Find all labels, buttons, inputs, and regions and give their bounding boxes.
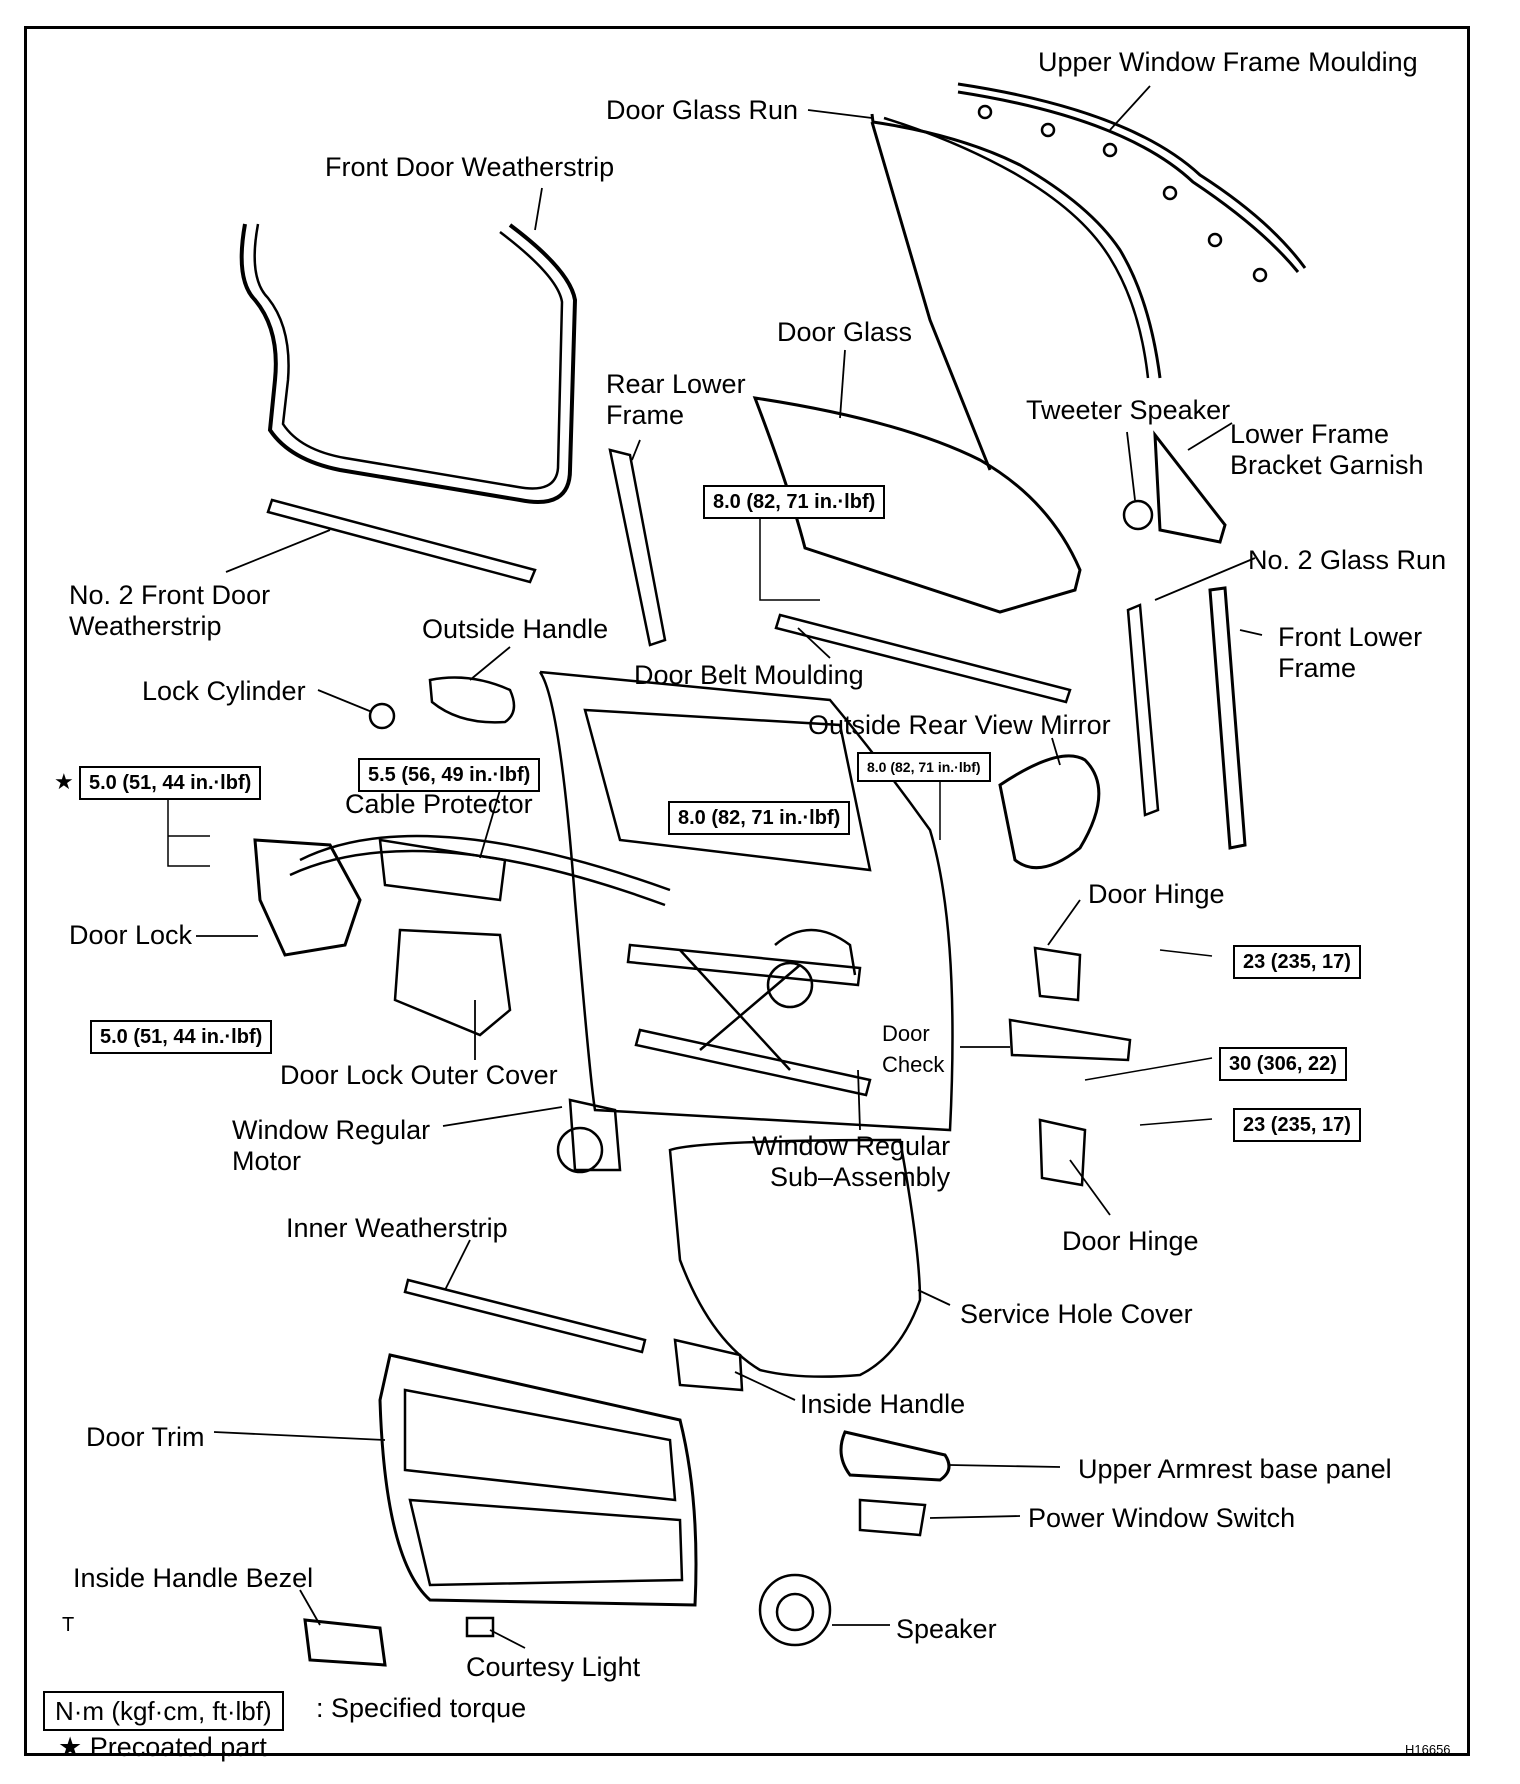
- figure-id: H16656: [1405, 1742, 1451, 1757]
- door-panel-outline: [538, 670, 954, 1132]
- corner-mark: T: [62, 1614, 75, 1636]
- cable-protector-shape: [378, 838, 507, 902]
- label-front-lower-frame: Front Lower Frame: [1278, 622, 1423, 683]
- label-power-window-switch: Power Window Switch: [1028, 1503, 1296, 1533]
- label-door-trim: Door Trim: [86, 1422, 205, 1452]
- label-speaker: Speaker: [896, 1614, 997, 1644]
- service-hole-cover-shape: [668, 1138, 922, 1378]
- front-door-weatherstrip-shape: [239, 223, 578, 504]
- inner-weatherstrip-shape: [403, 1278, 647, 1354]
- torque-hinge-upper: 23 (235, 17): [1233, 945, 1361, 979]
- precoated-star-icon: ★: [54, 769, 74, 794]
- label-window-regular-motor: Window Regular Motor: [232, 1115, 431, 1176]
- legend-torque-desc: : Specified torque: [316, 1693, 527, 1723]
- no2-glass-run-shape: [1126, 603, 1160, 817]
- inside-handle-shape: [673, 1338, 744, 1392]
- window-regulator-motor-shape: [556, 1098, 622, 1174]
- inside-handle-bezel-shape: [303, 1618, 387, 1667]
- label-window-regular-sub-assembly: Window Regular Sub–Assembly: [752, 1131, 951, 1192]
- lower-frame-bracket-garnish-shape: [1153, 430, 1227, 544]
- window-regulator-shape: [626, 928, 872, 1097]
- label-upper-armrest-base-panel: Upper Armrest base panel: [1078, 1454, 1392, 1484]
- torque-regulator: 8.0 (82, 71 in.·lbf): [668, 801, 851, 835]
- label-door-belt-moulding: Door Belt Moulding: [634, 660, 864, 690]
- upper-door-hinge-shape: [1033, 946, 1082, 1002]
- upper-window-frame-moulding-shape: [957, 82, 1307, 283]
- label-service-hole-cover: Service Hole Cover: [960, 1299, 1193, 1329]
- torque-door-lock-upper: 5.0 (51, 44 in.·lbf): [79, 766, 262, 800]
- label-outside-rear-view-mirror: Outside Rear View Mirror: [808, 710, 1111, 740]
- door-glass-run-shape: [870, 113, 1162, 471]
- label-door-glass: Door Glass: [777, 317, 913, 347]
- door-belt-moulding-shape: [774, 613, 1072, 704]
- label-lock-cylinder: Lock Cylinder: [142, 676, 306, 706]
- no2-front-door-weatherstrip-shape: [266, 498, 537, 584]
- outside-handle-shape: [428, 676, 516, 724]
- lock-cables: [289, 834, 671, 907]
- diagram-frame: [24, 26, 1470, 1756]
- tweeter-speaker-shape: [1122, 499, 1154, 531]
- door-trim-shape: [378, 1353, 698, 1607]
- label-courtesy-light: Courtesy Light: [466, 1652, 641, 1682]
- speaker-shape: [758, 1573, 832, 1647]
- rear-lower-frame-shape: [608, 448, 667, 647]
- label-rear-lower-frame: Rear Lower Frame: [606, 369, 746, 430]
- outside-rear-view-mirror-shape: [998, 754, 1101, 870]
- label-door-hinge-upper: Door Hinge: [1088, 879, 1225, 909]
- torque-hinge-lower: 23 (235, 17): [1233, 1108, 1361, 1142]
- torque-outside-handle: 5.5 (56, 49 in.·lbf): [358, 758, 541, 792]
- label-door-hinge-lower: Door Hinge: [1062, 1226, 1199, 1256]
- lower-door-hinge-shape: [1038, 1118, 1087, 1187]
- label-door-glass-run: Door Glass Run: [606, 95, 799, 125]
- leader-lines: [196, 85, 1263, 1649]
- label-upper-window-frame-moulding: Upper Window Frame Moulding: [1038, 47, 1418, 77]
- legend-precoated: ★ Precoated part: [58, 1732, 267, 1762]
- front-lower-frame-shape: [1208, 586, 1247, 850]
- lock-cylinder-shape: [368, 702, 396, 730]
- power-window-switch-shape: [858, 1498, 927, 1537]
- door-lock-shape: [253, 838, 362, 957]
- torque-mirror: 8.0 (82, 71 in.·lbf): [857, 752, 991, 782]
- label-inside-handle: Inside Handle: [800, 1389, 966, 1419]
- door-check-shape: [1008, 1018, 1132, 1062]
- label-cable-protector: Cable Protector: [345, 789, 533, 819]
- door-window-opening: [583, 708, 872, 872]
- label-inside-handle-bezel: Inside Handle Bezel: [73, 1563, 314, 1593]
- label-door-lock-outer-cover: Door Lock Outer Cover: [280, 1060, 558, 1090]
- label-no2-glass-run: No. 2 Glass Run: [1248, 545, 1447, 575]
- label-outside-handle: Outside Handle: [422, 614, 609, 644]
- label-door-check: Door Check: [882, 1021, 945, 1077]
- label-no2-front-door-weatherstrip: No. 2 Front Door Weatherstrip: [69, 580, 271, 641]
- courtesy-light-shape: [465, 1616, 495, 1638]
- label-front-door-weatherstrip: Front Door Weatherstrip: [325, 152, 615, 182]
- door-lock-outer-cover-shape: [393, 928, 512, 1037]
- torque-leader-lines: [167, 519, 1213, 1126]
- label-tweeter-speaker: Tweeter Speaker: [1026, 395, 1231, 425]
- upper-armrest-base-panel-shape: [839, 1430, 951, 1482]
- label-inner-weatherstrip: Inner Weatherstrip: [286, 1213, 508, 1243]
- torque-door-glass: 8.0 (82, 71 in.·lbf): [703, 485, 886, 519]
- torque-door-lock-lower: 5.0 (51, 44 in.·lbf): [90, 1020, 273, 1054]
- label-door-lock: Door Lock: [69, 920, 193, 950]
- legend-torque-unit: N·m (kgf·cm, ft·lbf): [43, 1691, 284, 1731]
- label-lower-frame-bracket-garnish: Lower Frame Bracket Garnish: [1230, 419, 1424, 480]
- torque-door-check: 30 (306, 22): [1219, 1047, 1347, 1081]
